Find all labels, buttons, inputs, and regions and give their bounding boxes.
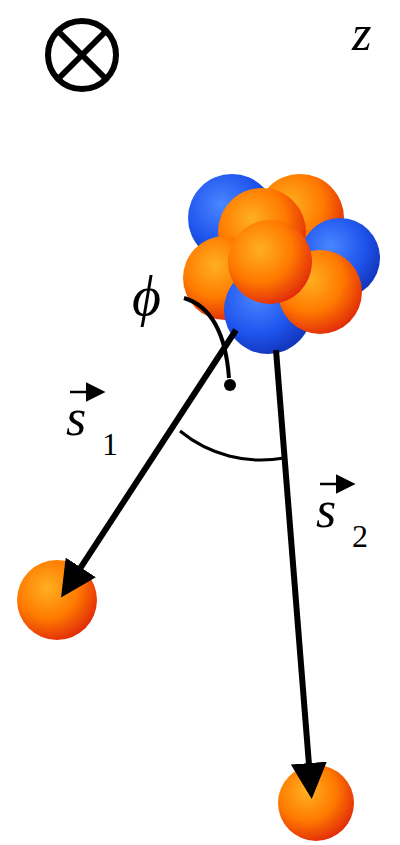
nucleus-cluster [183, 174, 380, 354]
into-page-symbol [48, 21, 116, 89]
nucleon [278, 765, 354, 841]
vector-label: s [66, 392, 86, 444]
vector-arrow [66, 330, 236, 590]
nucleon [17, 560, 97, 640]
vector-subscript: 2 [352, 520, 368, 552]
leader-line [184, 298, 229, 378]
leader-dot [224, 379, 236, 391]
vector-arrow [276, 350, 311, 790]
angle-label: ϕ [132, 268, 161, 324]
vector-subscript: 1 [102, 428, 118, 460]
axis-label: z [352, 8, 371, 58]
angle-arc [180, 431, 284, 460]
vector-label: s [316, 484, 336, 536]
